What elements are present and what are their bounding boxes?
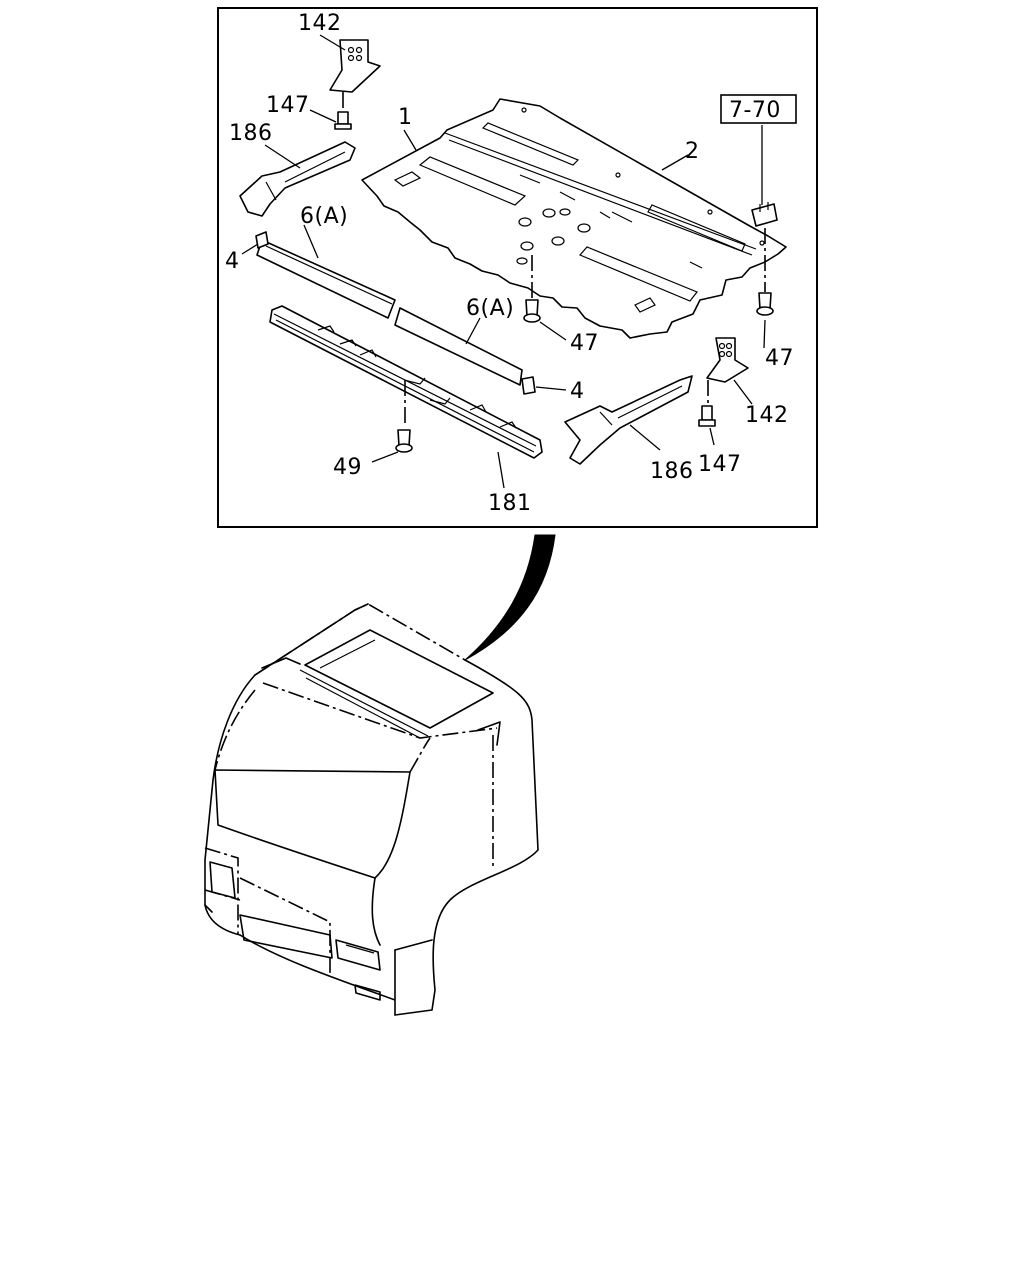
clip-47-center [523,299,541,323]
end-cap-right [521,376,536,395]
callout-49: 49 [333,455,362,480]
callout-6a-left: 6(A) [300,204,348,229]
callout-147-right: 147 [698,452,742,477]
cab-overview [204,603,539,1016]
callout-4-right: 4 [570,379,585,404]
callout-2: 2 [685,139,700,164]
trim-strip-right [394,307,523,386]
detail-pointer-arrow [464,534,556,661]
bracket-right [706,337,749,383]
leader-lines [241,34,766,489]
screw-147-right [698,405,716,427]
callout-181: 181 [488,491,532,516]
roof-clip-7-70 [751,202,778,227]
detail-frame [217,7,818,528]
reference-7-70: 7-70 [729,98,781,123]
callout-186-left: 186 [229,121,273,146]
headliner-panel [361,98,787,339]
callout-4-left: 4 [225,249,240,274]
pillar-trim-left [239,141,356,217]
screw-147-top [334,111,352,130]
reference-7-70-box: 7-70 [720,94,797,124]
clip-49 [395,429,413,453]
callout-142-top: 142 [298,11,342,36]
callout-1: 1 [398,105,413,130]
callout-47-right: 47 [765,346,794,371]
bracket-top [329,39,381,93]
clip-47-right [756,292,774,316]
callout-142-right: 142 [745,403,789,428]
callout-47-center: 47 [570,331,599,356]
callout-6a-right: 6(A) [466,296,514,321]
callout-147-top: 147 [266,93,310,118]
trim-strip-left [256,239,396,319]
pillar-trim-right [564,375,693,465]
callout-186-right: 186 [650,459,694,484]
